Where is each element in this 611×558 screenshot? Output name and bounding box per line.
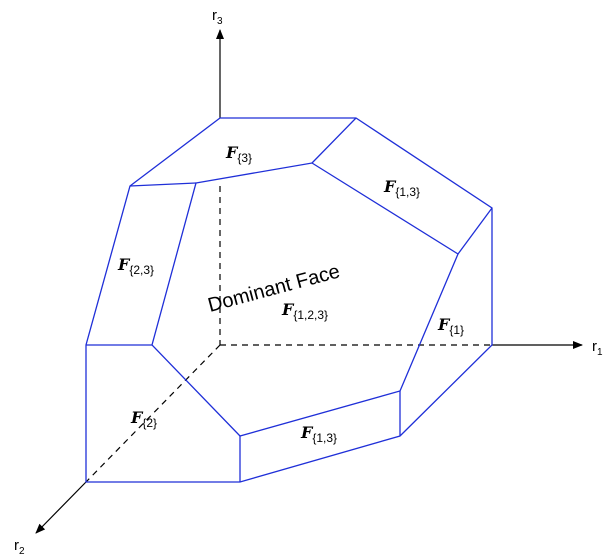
r2-axis-label: r2 [14, 537, 25, 557]
face-label-f2: F{2} [130, 408, 157, 430]
outer-boundary [85, 117, 493, 483]
face-label-f13-top: F{1,3} [383, 177, 420, 199]
r2-axis-solid [35, 481, 87, 534]
edge-f3-top-left [129, 182, 197, 187]
axes [35, 29, 583, 534]
face-label-f3: F{3} [225, 143, 252, 165]
face-label-f13-bottom: F{1,3} [300, 423, 337, 445]
r3-axis-label: r3 [212, 7, 223, 27]
r2-axis-dashed [85, 344, 221, 483]
r1-axis-label: r1 [592, 338, 603, 358]
edge-f13-top-right [457, 207, 493, 255]
dominant-face-label: F{1,2,3} [281, 300, 328, 322]
face-label-f23: F{2,3} [117, 255, 154, 277]
polytope-edges [85, 117, 493, 483]
face-label-f1: F{1} [437, 315, 464, 337]
dominant-face-boundary [151, 162, 459, 437]
edge-f13-top-left [311, 117, 357, 164]
